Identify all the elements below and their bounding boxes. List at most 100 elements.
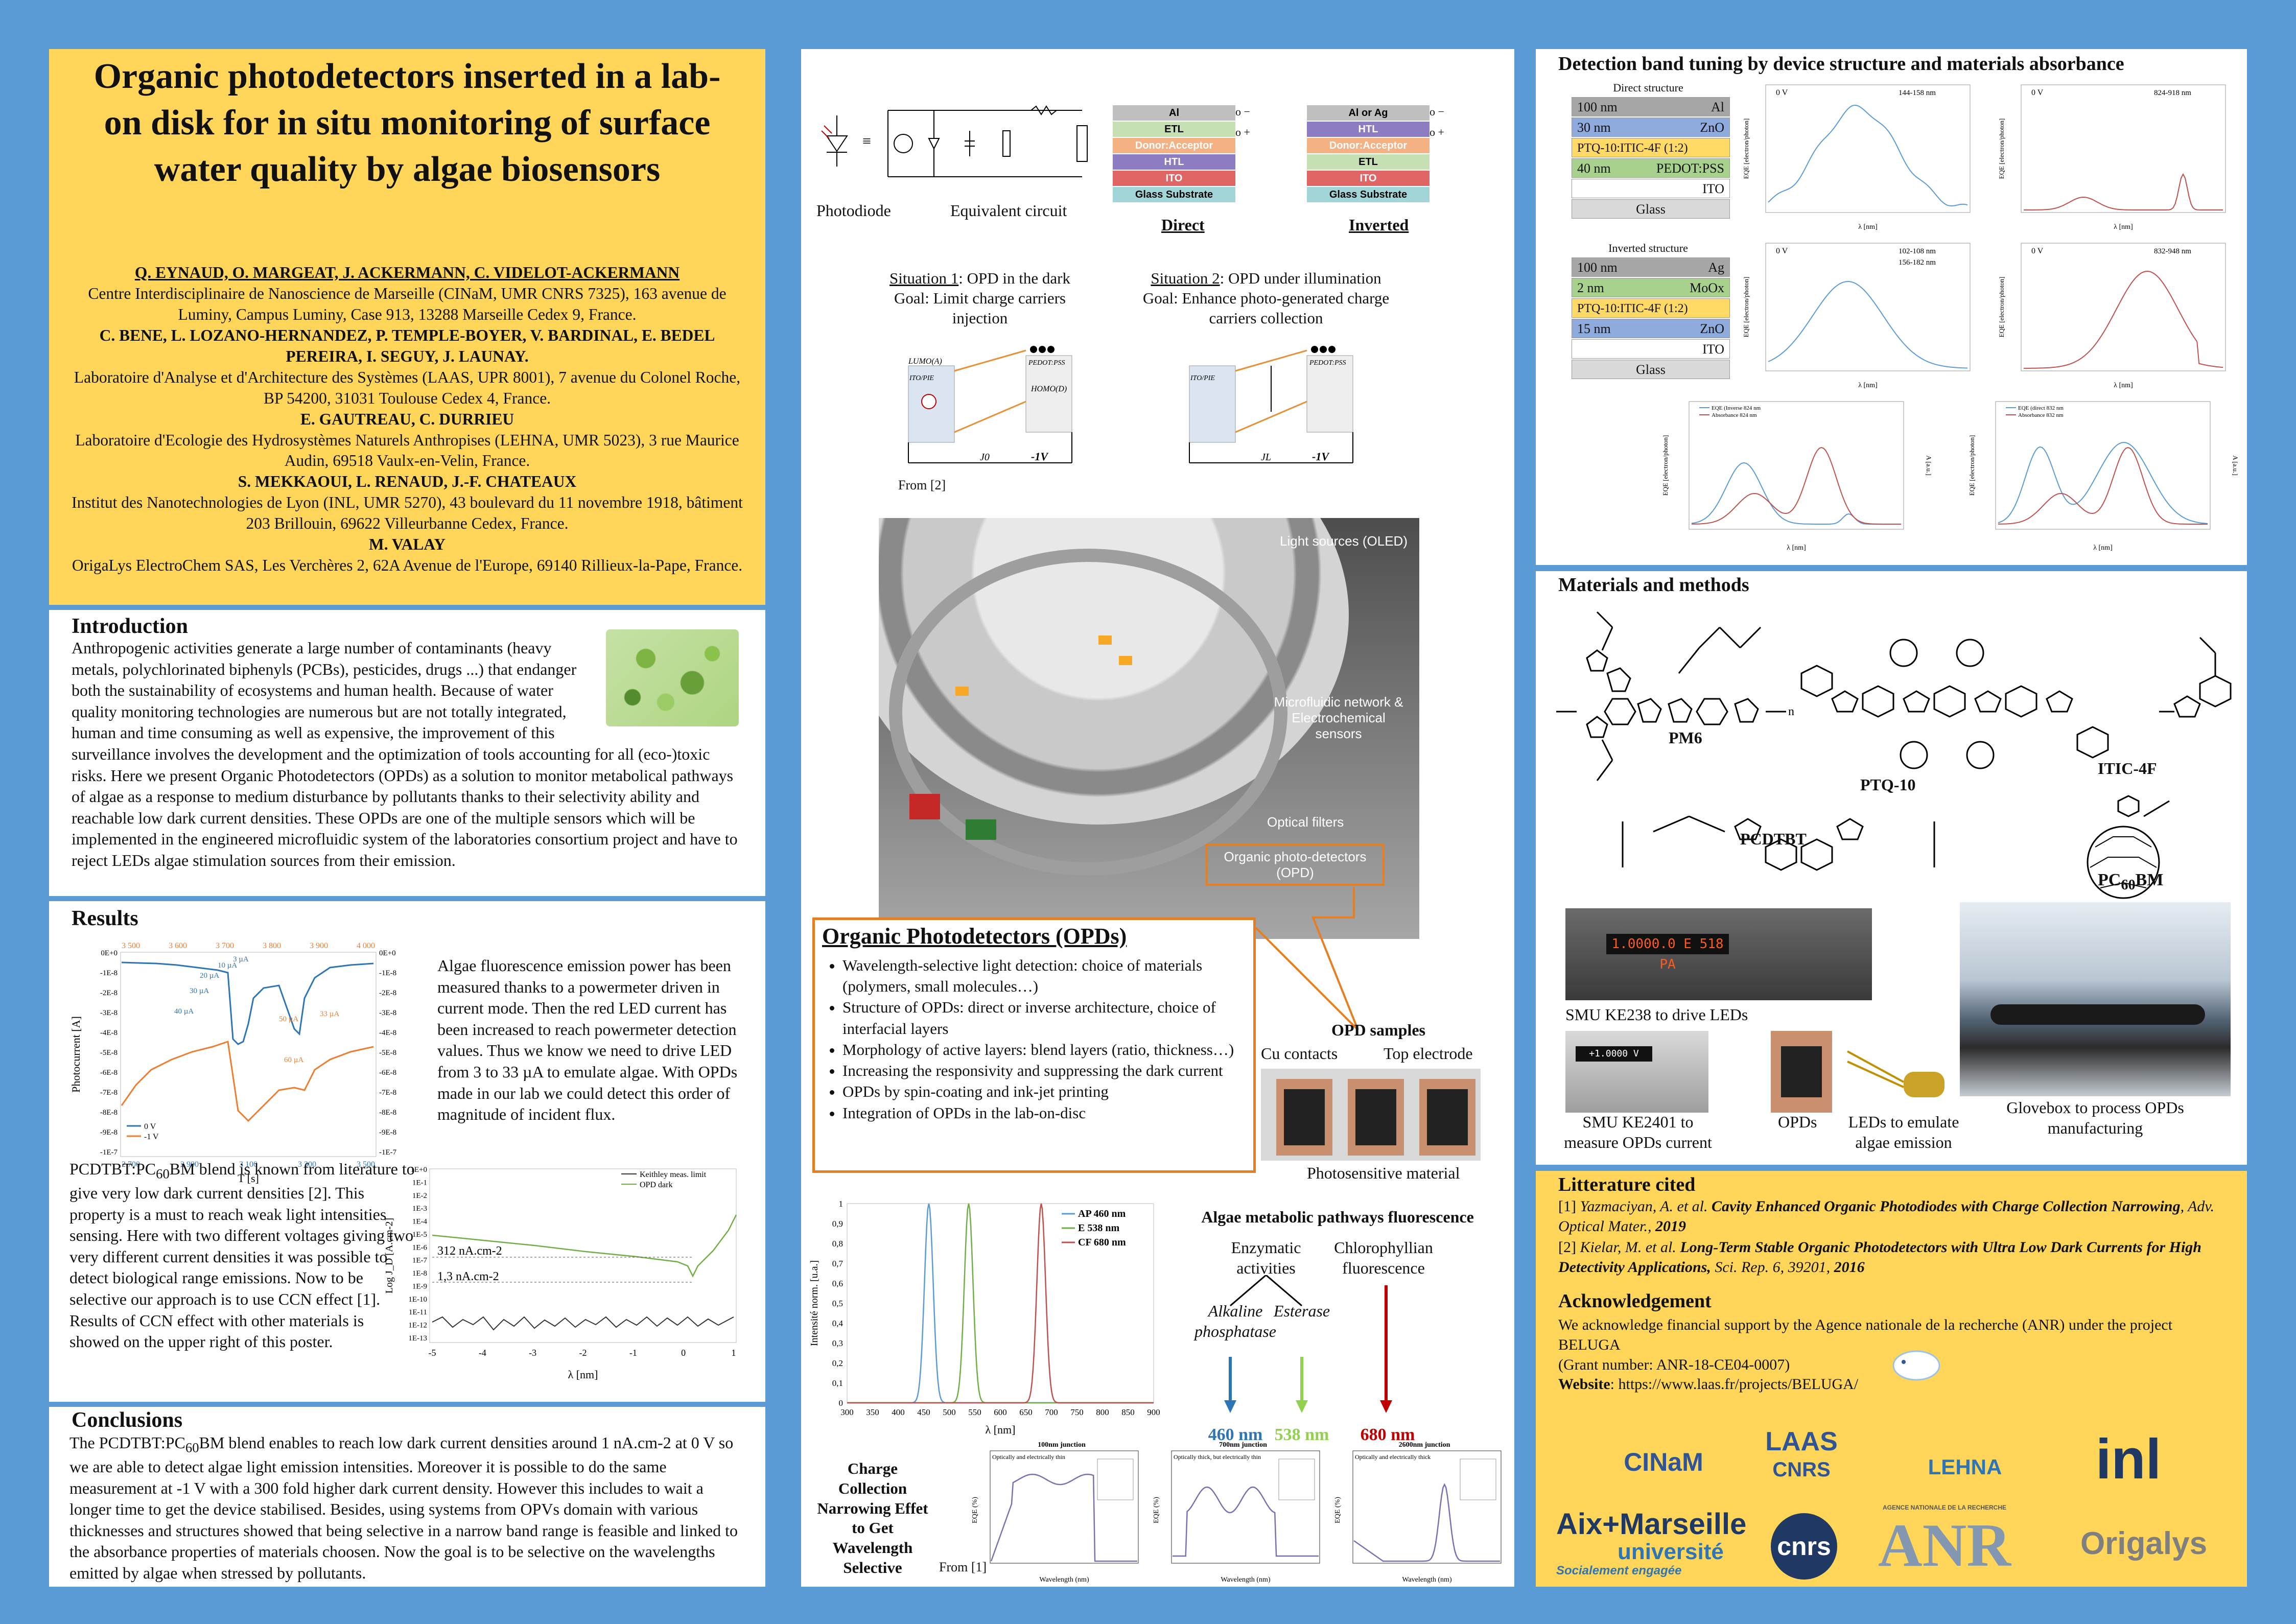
- conclusions-heading: Conclusions: [72, 1408, 183, 1432]
- inv-plus: o +: [1430, 126, 1444, 138]
- es-x-tick: 650: [1019, 1407, 1033, 1417]
- j0-label: J0: [980, 452, 990, 463]
- lehna-logo: LEHNA: [1928, 1455, 2002, 1479]
- pc-left-tick: -3E-8: [100, 1009, 118, 1017]
- eqe-abs-legend: EQE (direct 832 nm: [2018, 405, 2064, 411]
- eqe-abs-curve-eqe: [1691, 462, 1901, 525]
- dc-ann-13: 1,3 nA.cm-2: [437, 1270, 499, 1283]
- direct-layer-etl: ETL: [1113, 122, 1235, 137]
- metabolic-chloro: Chlorophyllian fluorescence: [1334, 1238, 1433, 1277]
- ptq10-label: PTQ-10: [1860, 775, 1916, 794]
- dc-leg-1: Keithley meas. limit: [640, 1170, 707, 1179]
- direct-minus: o −: [1235, 105, 1250, 118]
- dc-y-tick: 1E-3: [412, 1205, 427, 1213]
- equiv-sign: ≡: [862, 133, 871, 150]
- dc-y-tick: 1E+0: [410, 1166, 427, 1174]
- dc-xlabel: λ [nm]: [568, 1368, 598, 1381]
- legend-0v: 0 V: [144, 1122, 156, 1131]
- eqe-band-label: 156-182 nm: [1899, 258, 1936, 267]
- es-x-tick: 300: [840, 1407, 854, 1417]
- affiliation-3: Laboratoire d'Ecologie des Hydrosystèmes…: [75, 431, 739, 470]
- inverted-label: Inverted: [1349, 216, 1409, 234]
- led-3: [955, 687, 969, 696]
- eqe-absorbance-plots: λ [nm]EQE [electron/photon]A [a.u.]EQE (…: [1638, 396, 2241, 560]
- es-series-line: [847, 1203, 1154, 1404]
- dc-ann-312: 312 nA.cm-2: [437, 1244, 502, 1258]
- es-xlabel: λ [nm]: [986, 1423, 1016, 1436]
- itopie-label: ITO/PIE: [909, 374, 934, 382]
- eqe-curve: [2024, 173, 2223, 210]
- pc-right-tick: -1E-7: [379, 1148, 397, 1157]
- dc-plot-frame: [429, 1168, 737, 1343]
- anr-logo: AGENCE NATIONALE DE LA RECHERCHE ANR: [1878, 1504, 2011, 1579]
- es-y-tick: 0,8: [832, 1239, 843, 1249]
- from-ref-2: From [2]: [898, 478, 946, 492]
- eqe-band-label: 102-108 nm: [1899, 247, 1936, 255]
- inverted-structure-row: Glass: [1572, 360, 1730, 379]
- opds-item: Increasing the responsivity and suppress…: [842, 1060, 1272, 1081]
- samples-cu: Cu contacts: [1261, 1044, 1338, 1063]
- metabolic-enzymatic: Enzymatic activities: [1231, 1238, 1301, 1277]
- es-y-ticks: 00,10,20,30,40,50,60,70,80,91: [832, 1199, 844, 1408]
- dc-x-tick: -3: [529, 1348, 536, 1358]
- situation-1: Situation 1: OPD in the dark Goal: Limit…: [889, 269, 1070, 327]
- eqe-abs-legend: Absorbance 824 nm: [1712, 412, 1757, 418]
- pc-right-tick: 0E+0: [379, 949, 396, 957]
- affiliation-5: OrigaLys ElectroChem SAS, Les Verchères …: [72, 556, 743, 575]
- pc-bottom-tick: 3 500: [357, 1160, 375, 1169]
- dc-x-tick: -2: [579, 1348, 587, 1358]
- title-panel: Organic photodetectors inserted in a lab…: [49, 49, 765, 605]
- enzymatic-split-left: [1230, 1275, 1267, 1307]
- es-y-tick: 0,6: [832, 1279, 843, 1288]
- led-1: [1098, 636, 1112, 645]
- introduction-heading: Introduction: [72, 615, 188, 638]
- es-x-tick: 900: [1147, 1407, 1160, 1417]
- es-y-tick: 0: [839, 1398, 844, 1408]
- dc-y-tick: 1E-6: [412, 1243, 428, 1252]
- introduction-text: Anthropogenic activities generate a larg…: [72, 638, 741, 872]
- es-ylabel: Intensité norm. [u.a.]: [809, 1260, 820, 1346]
- inv-layer-htl: HTL: [1307, 122, 1430, 137]
- wave-680: 680 nm: [1360, 1425, 1415, 1444]
- opds-list: Wavelength-selective light detection: ch…: [819, 955, 1272, 1123]
- dc-y-tick: 1E-10: [408, 1296, 427, 1304]
- glovebox-label: Glovebox to process OPDs manufacturing: [2006, 1098, 2184, 1137]
- es-x-tick: 450: [917, 1407, 930, 1417]
- eqe-xlabel: λ [nm]: [2114, 382, 2133, 389]
- es-x-tick: 700: [1045, 1407, 1058, 1417]
- ann-50ua: 50 µA: [279, 1015, 298, 1023]
- reference-1: [1] Yazmaciyan, A. et al. Cavity Enhance…: [1558, 1198, 2214, 1235]
- es-y-tick: 0,4: [832, 1319, 844, 1328]
- smu2401-label: SMU KE2401 to measure OPDs current: [1564, 1113, 1712, 1151]
- eqe-abs-curve-eqe: [1998, 441, 2208, 524]
- metabolic-esterase: Esterase: [1273, 1302, 1330, 1320]
- eqe-curve: [1768, 280, 1968, 369]
- v1-label-a: -1V: [1031, 450, 1049, 463]
- pc-top-tick: 3 500: [122, 942, 140, 950]
- dark-current-chart: 1E+01E-11E-21E-31E-41E-51E-61E-71E-81E-9…: [384, 1166, 737, 1381]
- metabolic-alkaline: Alkaline phosphatase: [1194, 1302, 1276, 1340]
- led-2: [1119, 656, 1132, 665]
- samples-title: OPD samples: [1331, 1021, 1425, 1039]
- pc-left-tick: 0E+0: [101, 949, 118, 957]
- ccn-ylabel: EQE (%): [971, 1497, 979, 1523]
- opds-item: Structure of OPDs: direct or inverse arc…: [842, 997, 1272, 1039]
- es-y-tick: 0,7: [832, 1259, 844, 1268]
- dc-y-tick: 1E-7: [412, 1257, 428, 1265]
- dc-x-tick: 0: [681, 1348, 686, 1358]
- results-text-1: Algae fluorescence emission power has be…: [437, 956, 738, 1124]
- keithley-limit-curve: [432, 1316, 734, 1331]
- ann-40ua: 40 µA: [174, 1007, 194, 1016]
- eqe-abs-ylabel-right: A [a.u.]: [2232, 455, 2239, 475]
- es-x-tick: 550: [968, 1407, 981, 1417]
- pc-bottom-tick: 3 300: [298, 1160, 316, 1169]
- dc-y-tick: 1E-8: [412, 1269, 427, 1278]
- metabolic-arrows: [1224, 1275, 1392, 1413]
- dc-y-tick: 1E-2: [412, 1192, 427, 1200]
- materials-heading: Materials and methods: [1558, 574, 1749, 596]
